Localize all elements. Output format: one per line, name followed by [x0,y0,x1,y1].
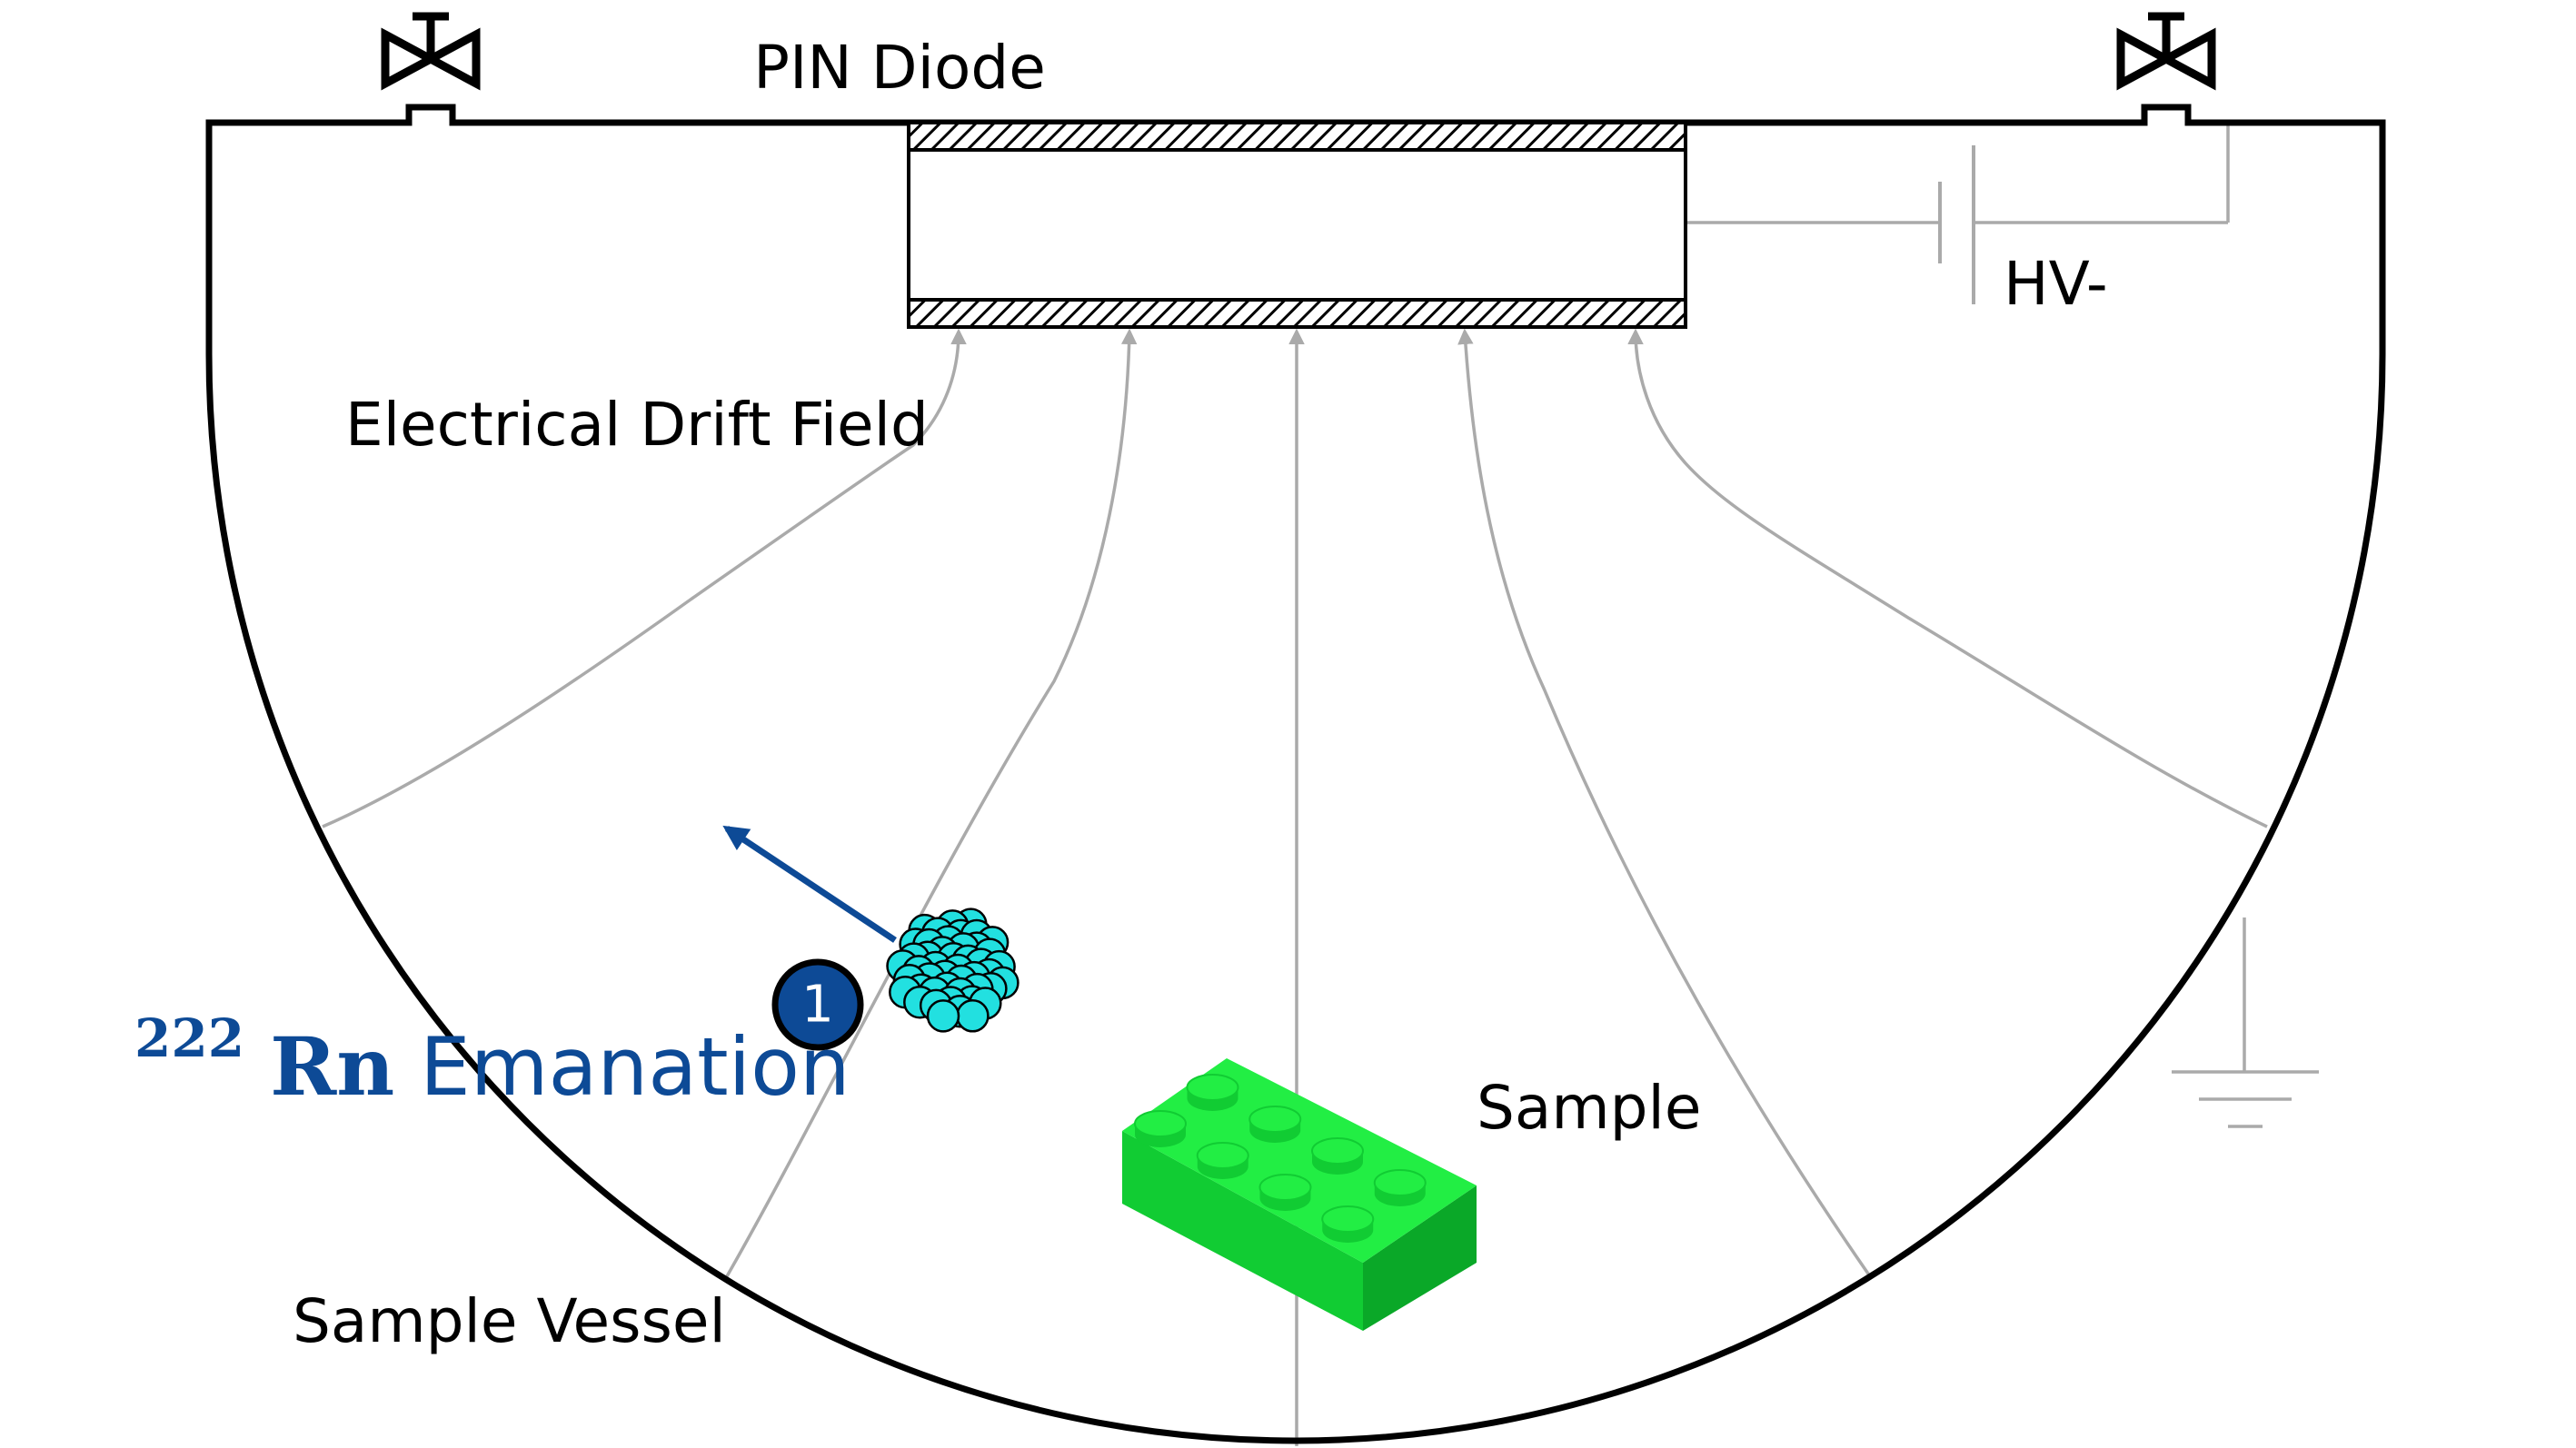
emanation-element: Rn [270,1019,394,1114]
brick-stud [1321,1205,1375,1243]
pin-diode-label: PIN Diode [753,33,1046,103]
brick-stud [1248,1106,1302,1143]
lego-brick-icon [1122,1058,1477,1331]
emanation-text: Emanation [420,1020,850,1114]
brick-stud [1258,1174,1312,1211]
pin-diode [907,121,1687,329]
emanation-mass-number: 222 [134,1007,244,1069]
field-line-2 [725,328,1138,1277]
sample-label: Sample [1477,1073,1701,1143]
brick-stud [1186,1074,1239,1111]
valve-icon [2116,12,2216,91]
sample-vessel-outline [205,104,2386,1444]
drift-field-label: Electrical Drift Field [345,390,929,460]
hv-circuit [1686,123,2319,1128]
ground-icon [2172,1070,2319,1128]
brick-front-face [1122,1131,1363,1331]
brick-stud [1196,1142,1249,1179]
nucleon [926,999,960,1033]
field-line-1 [322,328,967,828]
radon-nucleus-icon [886,907,1019,1033]
hv-label: HV- [2004,249,2108,319]
brick-stud [1373,1169,1427,1206]
brick-side-face [1363,1185,1477,1331]
step-marker-number: 1 [801,976,834,1035]
valve-icon [381,12,481,91]
brick-studs [1134,1074,1427,1243]
emanation-label: 222 Rn Emanation [134,982,850,1114]
sample-vessel-label: Sample Vessel [293,1286,726,1356]
brick-stud [1311,1137,1364,1175]
pin-diode-top-electrode [907,121,1687,152]
emission-arrow [722,825,897,943]
pin-diode-bottom-electrode [907,298,1687,329]
nucleon [956,999,990,1033]
brick-stud [1134,1110,1187,1147]
field-line-4 [1457,328,1872,1277]
step-marker: 1 [771,958,864,1051]
field-line-5 [1627,328,2268,828]
